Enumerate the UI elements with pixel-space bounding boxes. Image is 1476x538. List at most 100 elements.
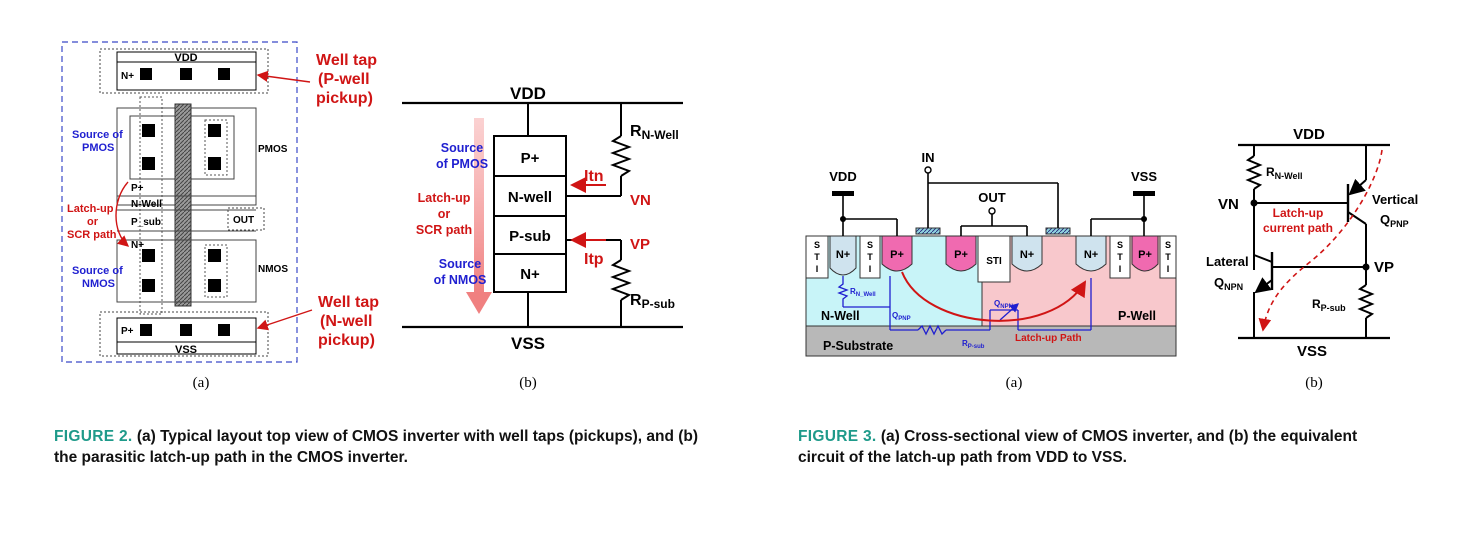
contact [208,124,221,137]
contact [142,279,155,292]
contact [142,124,155,137]
lateral-label: Lateral [1206,254,1249,269]
layout-boundary [61,41,298,363]
poly-gate [174,103,192,307]
svg-text:I: I [816,264,819,274]
vss-label: VSS [1131,169,1157,184]
svg-text:N-well: N-well [508,189,552,206]
svg-text:pickup): pickup) [318,332,375,349]
svg-text:pickup): pickup) [316,90,373,107]
nwell-label: N-Well [131,199,162,210]
nwell-tap-diffusion [829,235,857,276]
rnwell-resistor [1245,155,1263,190]
latchup-label: Latch-up [67,203,114,215]
out-label: OUT [978,190,1006,205]
latchup-path-arrow [901,271,1087,322]
qnpn-label: QNPN [1214,275,1243,292]
nwell-block [493,175,567,217]
fig3b-circuit: VDD VSS RN-Well VN Vertical QPNP VP Late… [1206,126,1418,391]
pmos-drain-diffusion [945,235,977,272]
svg-text:SCR path: SCR path [416,223,472,237]
bottom-tap-outline [99,311,269,357]
svg-text:S: S [1165,240,1171,250]
nplus-label: N+ [131,240,144,251]
fig2b-circuit: VDD VSS P+ N-well P-sub N+ RN-Well RP-su… [402,84,683,391]
fig2a-sublabel: (a) [193,375,210,391]
svg-text:T: T [867,252,873,262]
rnwell-resistor [610,135,632,177]
welltap-bottom-label: Well tap [318,294,379,311]
pmos-source-diffusion [881,235,913,272]
source-pmos-label: Source [441,141,483,155]
top-tap-nplus-label: N+ [121,71,134,82]
vertical-label: Vertical [1372,192,1418,207]
rnwell-label: RN-Well [1266,165,1303,181]
contact [218,324,230,336]
contact [180,68,192,80]
pmos-gate [915,227,941,235]
svg-text:SCR path: SCR path [67,229,117,241]
vdd-label: VDD [510,84,546,103]
nmos-gate [1045,227,1071,235]
pwell-label: P-Well [1118,309,1156,323]
svg-text:T: T [814,252,820,262]
out-label: OUT [233,215,254,226]
drain-outline [204,119,228,176]
svg-text:N+: N+ [520,266,540,283]
sti-left [805,235,829,279]
itp-label: Itp [584,251,604,268]
svg-text:P+: P+ [521,150,540,167]
vdd-terminal [832,191,854,196]
pwell-tap-diffusion [1131,235,1159,272]
rpsub-label: RP-sub [1312,297,1346,313]
svg-text:I: I [1119,264,1122,274]
nmos-label: NMOS [258,264,288,275]
figure2-caption: FIGURE 2. (a) Typical layout top view of… [54,426,704,468]
svg-text:of NMOS: of NMOS [434,273,487,287]
welltap-bottom-arrow [256,309,313,331]
nplus-block [493,253,567,293]
bottom-tap-vss-label: VSS [175,344,197,356]
svg-text:P+: P+ [890,249,904,261]
pmos-label: PMOS [258,144,288,155]
svg-text:or: or [87,216,99,228]
figure3-caption: FIGURE 3. (a) Cross-sectional view of CM… [798,426,1398,468]
latchup-path-label: Latch-up Path [1015,333,1082,344]
latchup-current-path [1258,149,1383,332]
svg-text:S: S [814,240,820,250]
in-label: IN [922,150,935,165]
sti-inner-right [1109,235,1131,279]
figure3-caption-text: (a) Cross-sectional view of CMOS inverte… [798,428,1358,466]
fig3a-cross-section: P-Substrate N-Well P-Well S T I N+ S T I… [805,150,1177,391]
fig3b-sublabel: (b) [1305,375,1323,391]
svg-text:S: S [867,240,873,250]
vdd-label: VDD [1293,126,1325,143]
pplus-block [493,135,567,177]
svg-text:P+: P+ [954,249,968,261]
svg-text:NMOS: NMOS [82,278,115,290]
sti-inner-left [859,235,881,279]
psubstrate-label: P-Substrate [823,339,893,353]
source-nmos-label: Source of [72,265,123,277]
latchup-arrow [115,181,130,247]
rpsub-resistor [917,324,947,336]
contact [208,249,221,262]
svg-text:T: T [1165,252,1171,262]
itn-label: Itn [584,168,604,185]
welltap-top-label: Well tap [316,52,377,69]
sti-middle [977,235,1011,283]
drain-outline [204,244,228,298]
fig3a-sublabel: (a) [1006,375,1023,391]
svg-text:I: I [869,264,872,274]
qpnp-label: QPNP [1380,212,1409,229]
latchup-flow-arrow [474,118,484,294]
welltap-top-arrow [256,70,311,83]
contact [140,68,152,80]
contact [180,324,192,336]
out-box [227,207,265,231]
rpsub-resistor [610,259,632,301]
nmos-source-diffusion [1075,235,1107,272]
svg-text:P-sub: P-sub [509,228,551,245]
qnpn-label: QNPN [994,299,1013,310]
bottom-tap-pplus-label: P+ [121,326,134,337]
